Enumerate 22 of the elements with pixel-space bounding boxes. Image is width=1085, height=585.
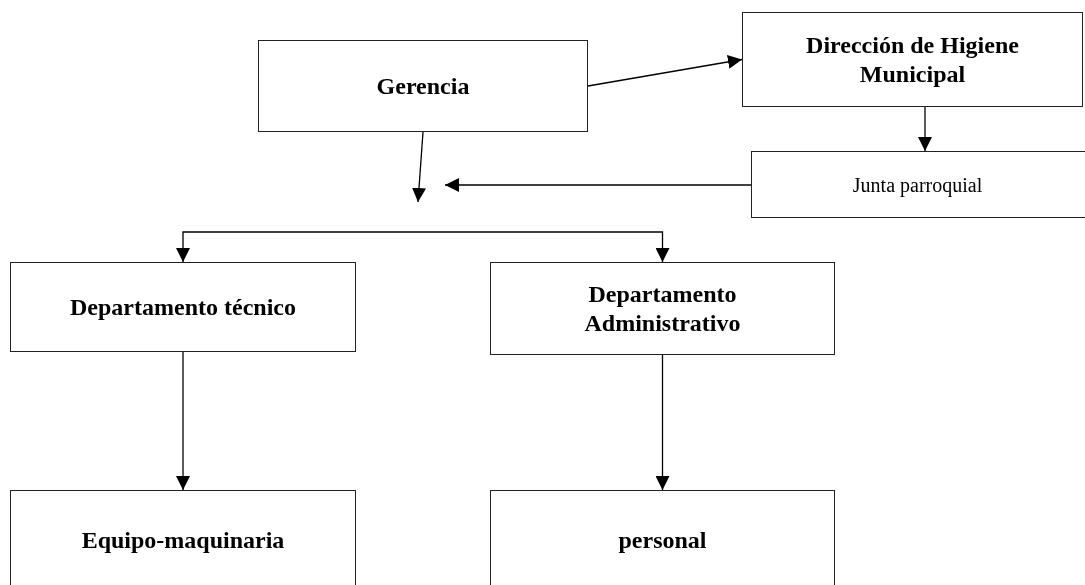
box-label: Departamento Administrativo	[583, 279, 742, 338]
box-label: Junta parroquial	[852, 172, 983, 197]
org-box	[258, 40, 588, 132]
org-box	[10, 262, 356, 352]
box-label: Equipo-maquinaria	[81, 525, 285, 555]
arrow	[176, 351, 190, 491]
org-box	[490, 262, 835, 355]
arrow	[655, 354, 670, 491]
box-label: personal	[618, 525, 707, 555]
box-label: Gerencia	[376, 71, 470, 101]
org-box	[742, 12, 1083, 107]
arrow	[176, 231, 419, 263]
arrow	[918, 106, 932, 152]
box-label: Dirección de Higiene Municipal	[805, 30, 1020, 89]
org-box	[10, 490, 356, 585]
arrow	[587, 55, 743, 87]
org-box	[490, 490, 835, 585]
box-label: Departamento técnico	[70, 292, 296, 322]
arrow	[412, 131, 426, 203]
arrow	[417, 231, 670, 263]
org-box	[751, 151, 1085, 218]
arrow	[444, 178, 752, 192]
